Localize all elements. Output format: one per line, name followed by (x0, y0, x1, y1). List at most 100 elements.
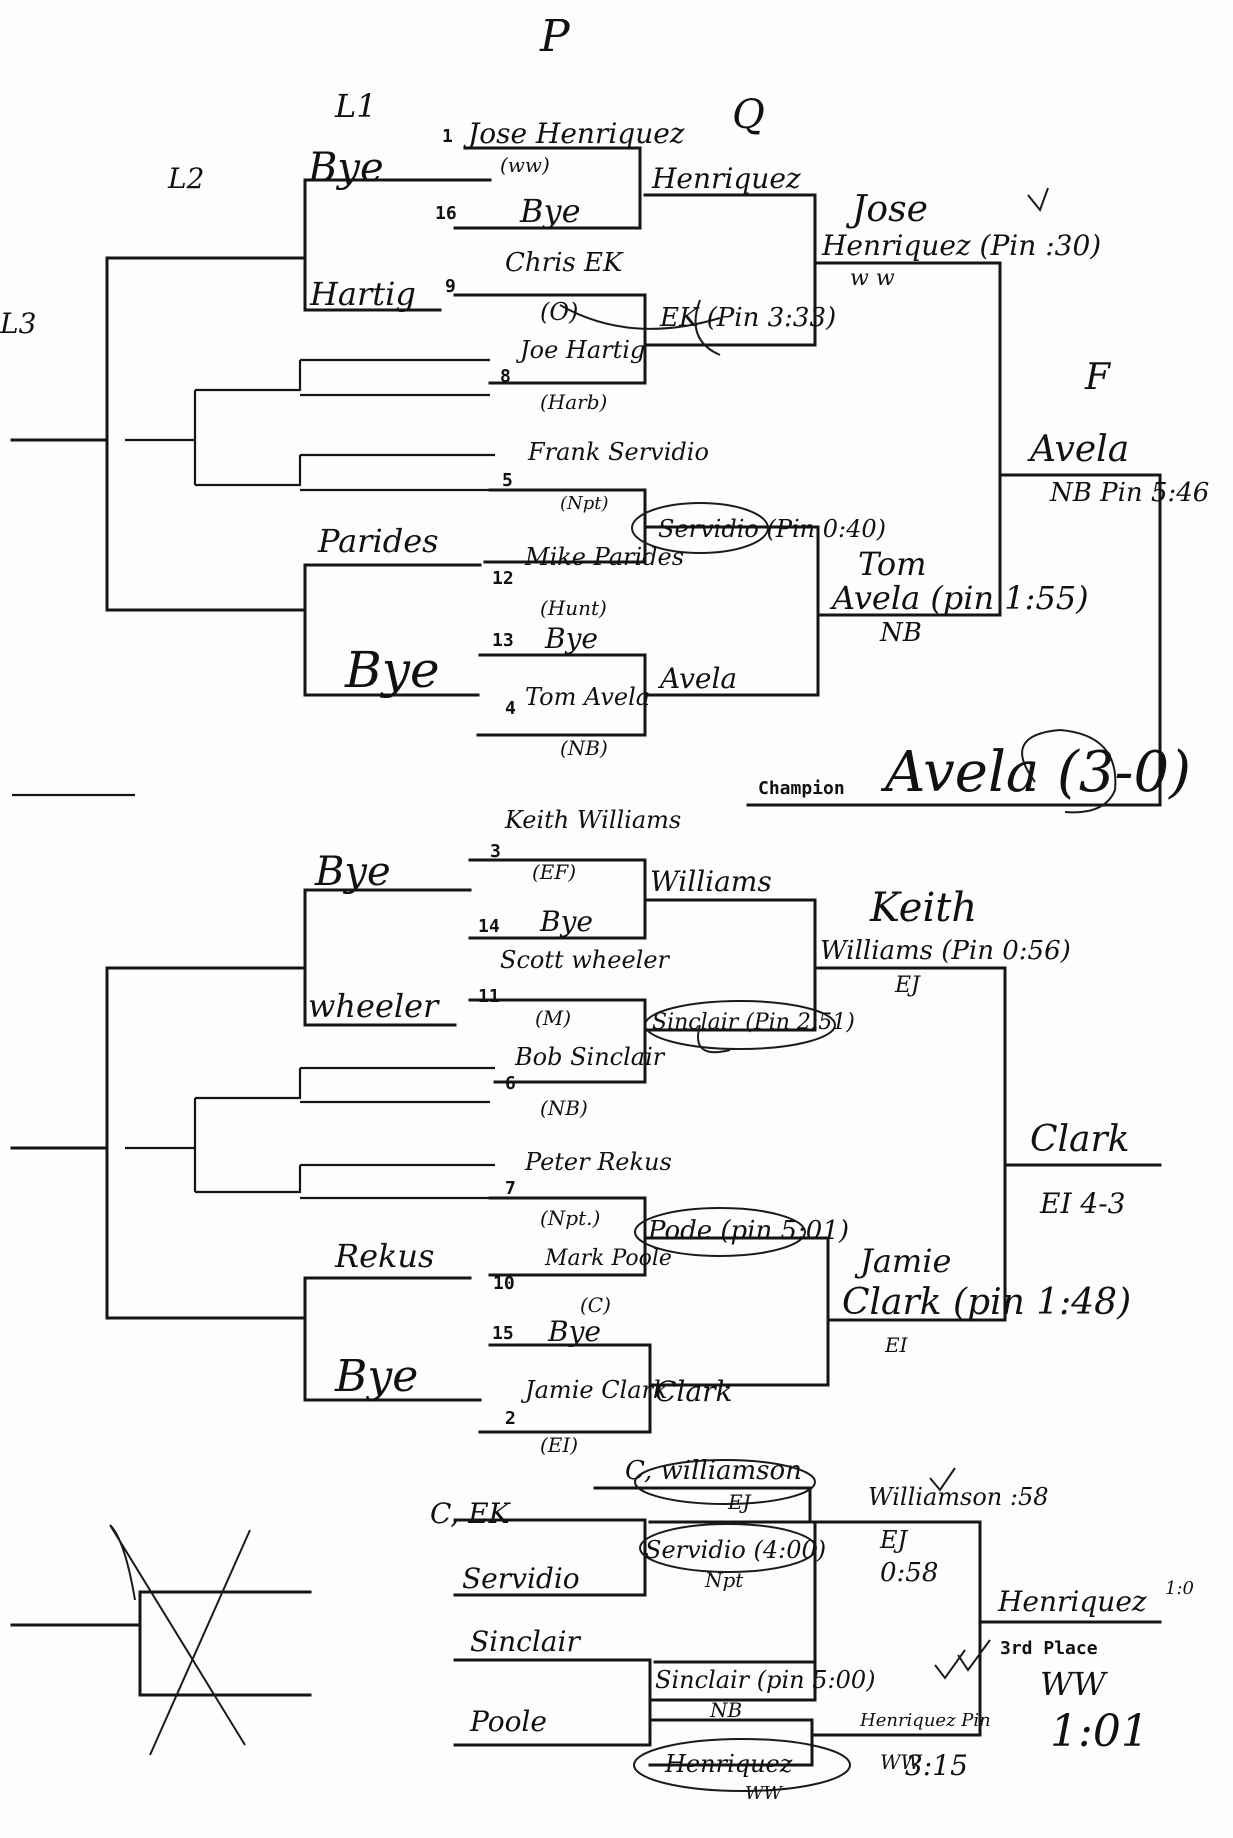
bracket-connector (478, 1343, 652, 1434)
third-place-entry: Sinclair (470, 1625, 580, 1658)
williamson-final: Williamson :58 (868, 1483, 1049, 1511)
bracket-connector (813, 261, 1002, 617)
bracket-connector (453, 293, 647, 385)
quarter-result: EK (Pin 3:33) (660, 303, 837, 333)
seed-number: 13 (492, 630, 514, 651)
semi-team: NB (880, 618, 922, 648)
third-place-winner-time: 1:0 (1165, 1578, 1194, 1599)
check-mark (934, 1649, 966, 1680)
final-winner: Clark (1030, 1119, 1130, 1160)
third-place-entry: Servidio (462, 1562, 580, 1595)
wrestler-name: Jose Henriquez (468, 117, 685, 150)
bracket-connector (10, 1590, 312, 1697)
consolation-name: Bye (308, 145, 384, 191)
seed-number: 6 (505, 1073, 516, 1094)
consolation-name: Hartig (310, 275, 416, 313)
semi-result: Clark (pin 1:48) (842, 1282, 1132, 1323)
third-place-semi-team: Npt (705, 1568, 744, 1592)
bracket-connector (643, 1236, 830, 1387)
team-name: (EI) (540, 1433, 579, 1457)
circle-mark (639, 1523, 817, 1573)
seed-number: 1 (442, 126, 453, 147)
seed-number: 4 (505, 698, 516, 719)
seed-number: 11 (478, 986, 500, 1007)
bracket-connector (300, 358, 490, 397)
champion-value: Avela (3-0) (885, 740, 1191, 805)
bracket-connector (105, 178, 492, 312)
circle-mark (644, 1000, 836, 1050)
semi-team: EI (885, 1333, 908, 1357)
williamson-time: 0:58 (880, 1558, 939, 1588)
team-name: (O) (540, 298, 579, 326)
third-place-entry: C, EK (430, 1497, 510, 1530)
bracket-connector (453, 1658, 652, 1747)
wrestler-name: Mike Parides (525, 543, 685, 571)
wrestler-name: Tom Avela (525, 683, 651, 711)
bracket-connector (193, 360, 302, 487)
seed-number: 10 (493, 1273, 515, 1294)
seed-number: 2 (505, 1408, 516, 1429)
team-name: (NB) (540, 1096, 588, 1120)
seed-number: 16 (435, 203, 457, 224)
page-mark-p: P (540, 11, 570, 62)
team-name: (Harb) (540, 390, 608, 414)
bracket-connector (813, 966, 1007, 1322)
circle-mark (559, 299, 721, 356)
third-place-top-in: C, williamson (625, 1456, 802, 1486)
level-mark-l2: L2 (168, 162, 205, 195)
consolation-name: Bye (315, 849, 391, 895)
level-mark-l3: L3 (0, 307, 37, 340)
bracket-connector (193, 1068, 302, 1194)
wrestler-name: Bye (520, 192, 581, 230)
semi-team: EJ (895, 973, 920, 998)
bracket-connector (813, 1520, 982, 1737)
quarter-result: Williams (650, 865, 772, 898)
consolation-name: Bye (335, 1351, 419, 1402)
bracket-connector (643, 525, 820, 697)
circle-mark (634, 1207, 806, 1257)
seed-number: 5 (502, 470, 513, 491)
circle-mark (631, 502, 769, 554)
quarter-result: Clark (655, 1375, 733, 1408)
third-place-label: 3rd Place (1000, 1638, 1098, 1659)
wrestler-name: Mark Poole (545, 1246, 672, 1271)
third-place-entry: Poole (470, 1705, 547, 1738)
wrestler-name: Jamie Clark (525, 1376, 668, 1404)
semi-result: Williams (Pin 0:56) (820, 936, 1071, 966)
third-place-time: 1:01 (1050, 1706, 1149, 1757)
third-place-semi: Servidio (4:00) (645, 1536, 827, 1564)
team-name: (Npt.) (540, 1206, 601, 1230)
champion-label: Champion (758, 778, 845, 799)
bracket-connector (453, 146, 642, 230)
semi-result: Avela (pin 1:55) (832, 579, 1089, 617)
wrestler-name: Peter Rekus (525, 1148, 672, 1176)
bracket-connector (593, 1486, 812, 1524)
bracket-connector (10, 256, 109, 442)
team-name: (Hunt) (540, 596, 607, 620)
henriquez-team: WW (880, 1750, 922, 1774)
bracket-connector (10, 966, 109, 1150)
circle-mark (634, 1459, 816, 1505)
wrestler-name: Bye (540, 905, 593, 938)
circle-mark (1021, 728, 1117, 814)
check-mark (957, 1639, 991, 1672)
wrestler-name: Keith Williams (505, 806, 682, 834)
wrestler-name: Bye (548, 1315, 601, 1348)
bracket-connector (300, 1066, 495, 1104)
semi-result: Henriquez (Pin :30) (822, 229, 1102, 262)
seed-number: 8 (500, 366, 511, 387)
crossed-out-mark (109, 1524, 251, 1756)
final-note: EI 4-3 (1040, 1187, 1126, 1220)
seed-number: 9 (445, 276, 456, 297)
team-name: (M) (535, 1006, 572, 1030)
wrestler-name: Frank Servidio (528, 438, 709, 466)
bracket-connector (125, 1146, 495, 1200)
seed-number: 12 (492, 568, 514, 589)
consolation-name: wheeler (308, 987, 439, 1025)
level-mark-l1: L1 (335, 87, 377, 125)
final-note: NB Pin 5:46 (1050, 478, 1210, 508)
consolation-name: Rekus (335, 1237, 435, 1275)
third-place-winner: Henriquez (998, 1585, 1147, 1618)
